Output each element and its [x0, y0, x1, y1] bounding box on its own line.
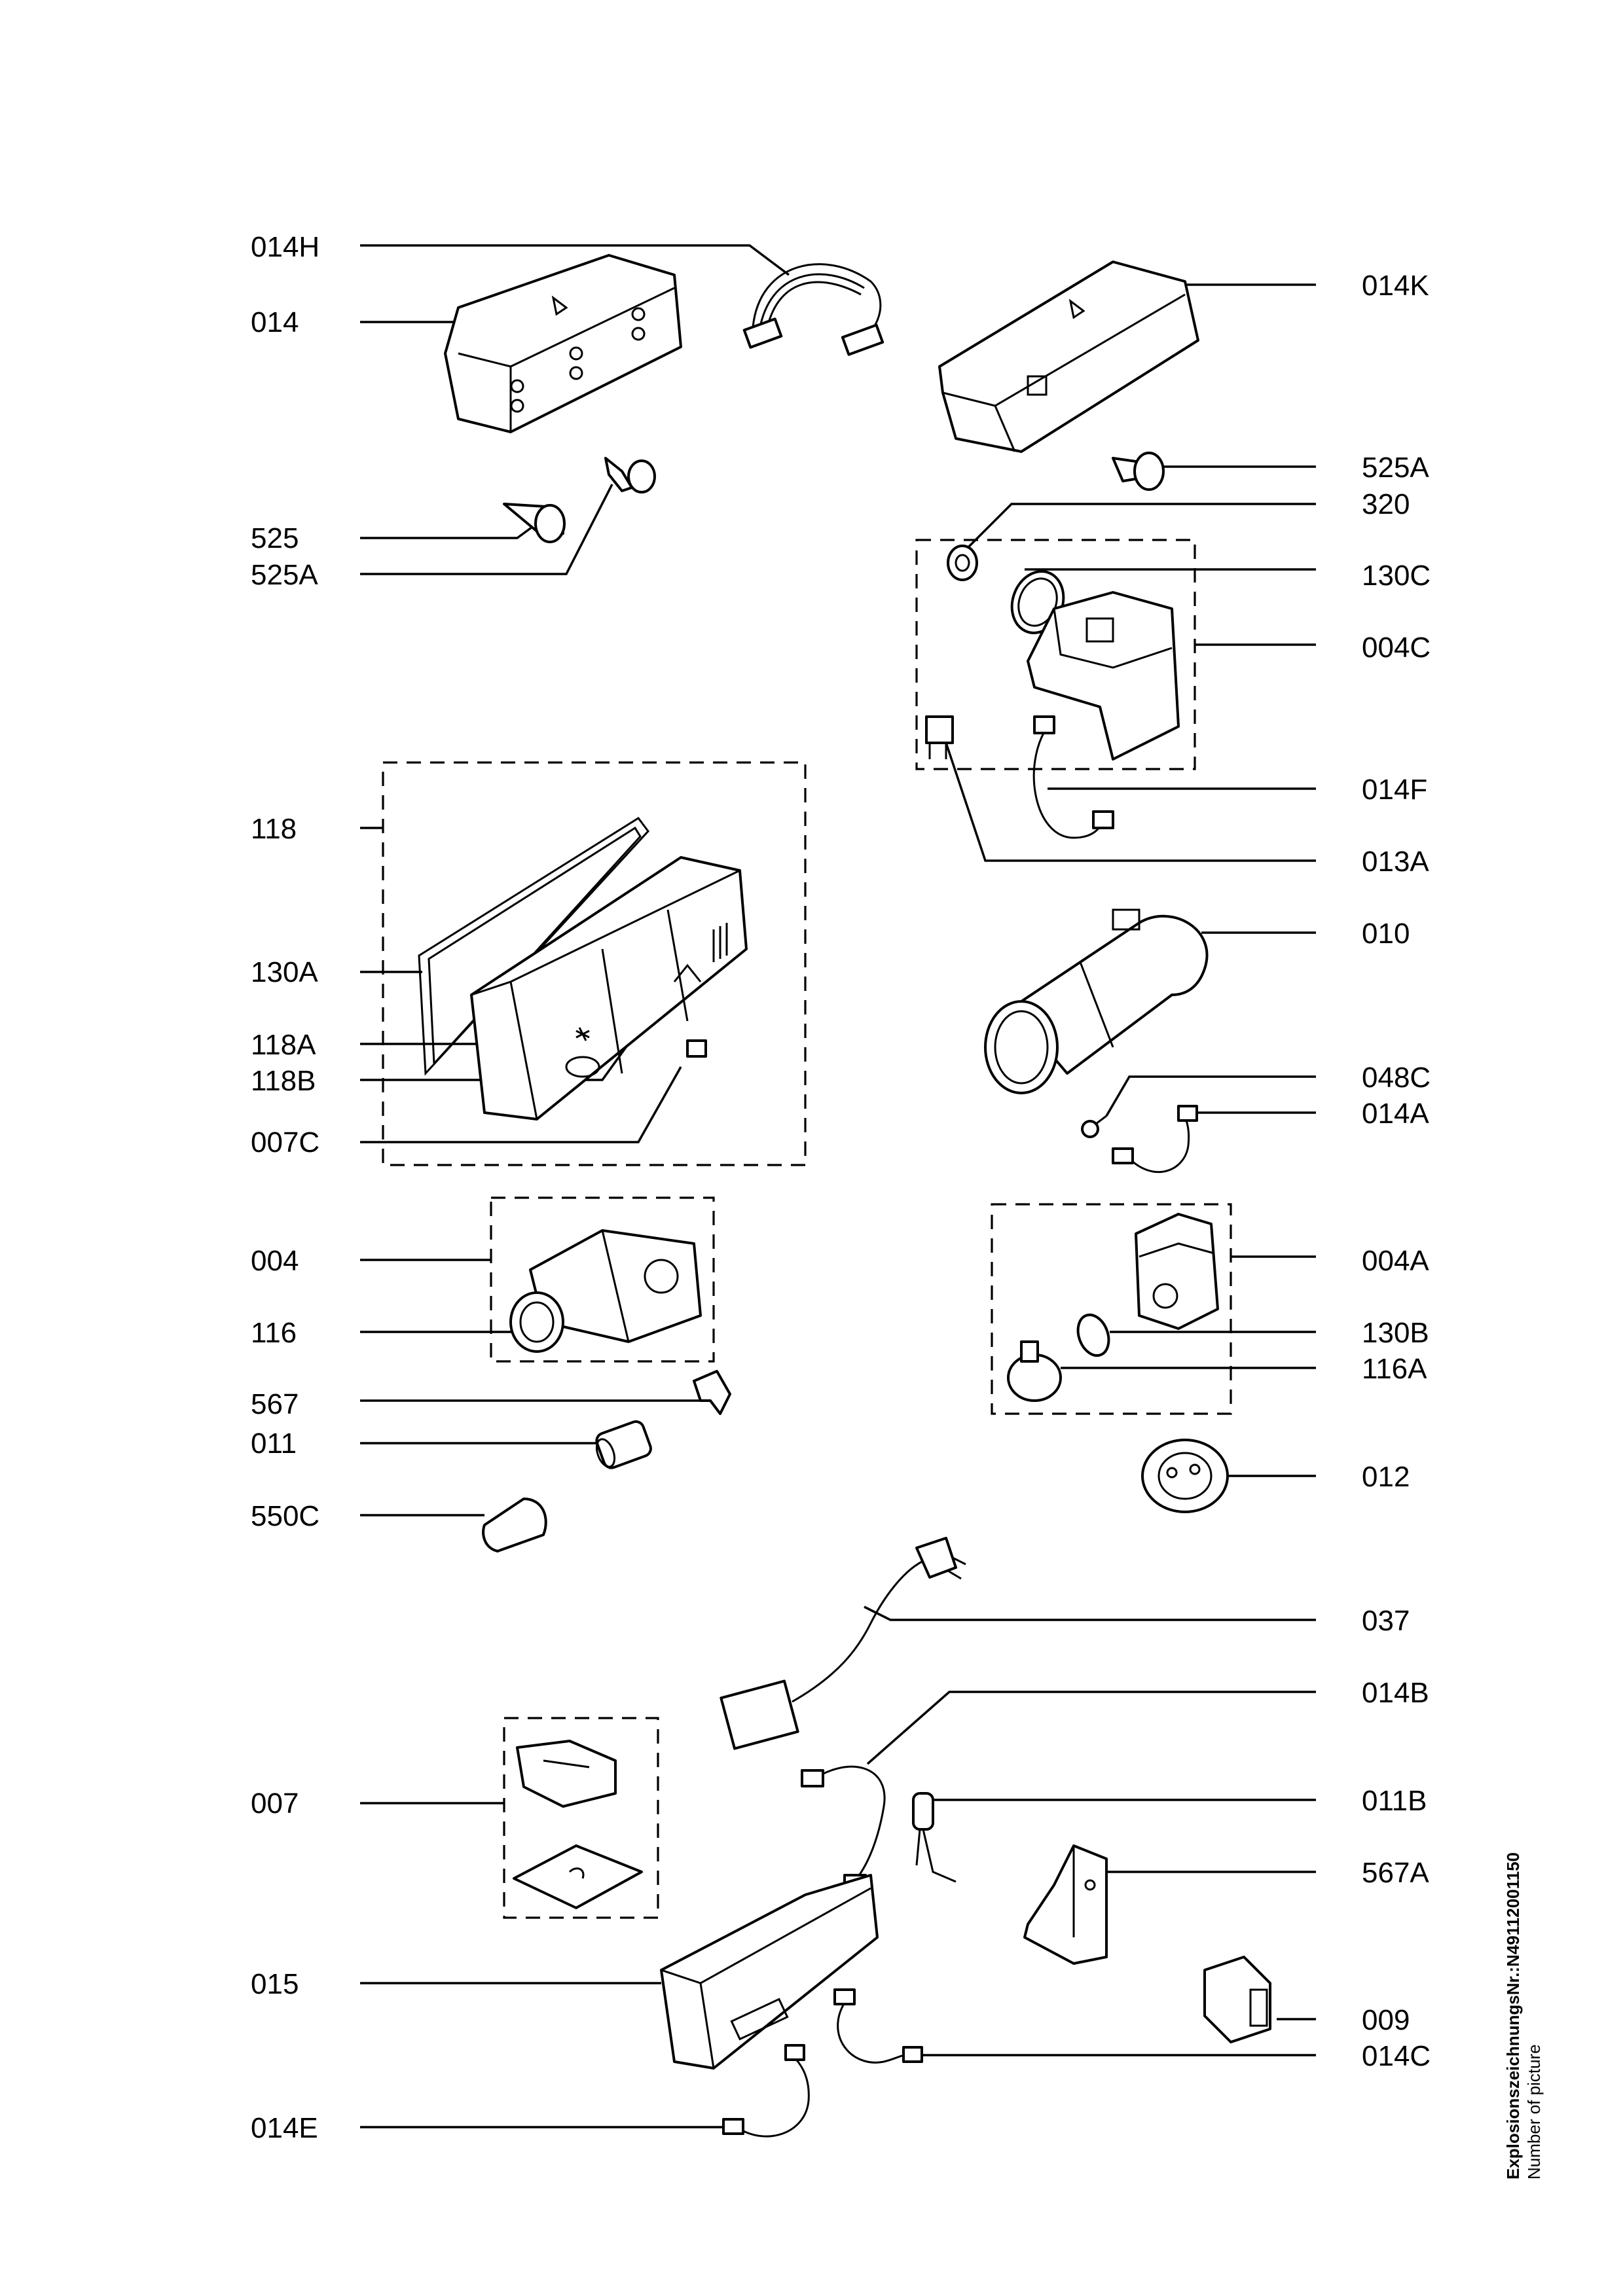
part-010-heater: [984, 908, 1209, 1094]
leader-048C: [1105, 1075, 1316, 1117]
label-014H: 014H: [251, 231, 319, 263]
label-013A: 013A: [1362, 846, 1429, 878]
part-014B-cable: [801, 1765, 886, 1892]
label-037: 037: [1362, 1605, 1410, 1637]
label-014C: 014C: [1362, 2040, 1431, 2072]
part-320-filter-disk: [947, 545, 978, 581]
label-525: 525: [251, 522, 299, 554]
part-015-control-board: [660, 1874, 879, 2070]
label-009: 009: [1362, 2004, 1410, 2036]
group-box-004C: [915, 539, 1196, 770]
label-007: 007: [251, 1787, 299, 1820]
part-007C-clip: [686, 1039, 707, 1058]
label-007C: 007C: [251, 1126, 319, 1158]
leader-007C: [360, 1066, 682, 1143]
label-011: 011: [251, 1427, 297, 1460]
label-118A: 118A: [251, 1029, 316, 1061]
label-014F: 014F: [1362, 774, 1427, 806]
part-007-plate: [513, 1844, 643, 1909]
label-116: 116: [251, 1317, 297, 1349]
label-014B: 014B: [1362, 1677, 1429, 1709]
group-box-118: [382, 761, 807, 1166]
leader-525: [360, 522, 538, 539]
label-525A-left: 525A: [251, 559, 318, 591]
label-567: 567: [251, 1388, 299, 1420]
label-550C: 550C: [251, 1500, 319, 1532]
part-037-power-cord: [720, 1537, 966, 1750]
part-118-dispenser: [470, 856, 748, 1121]
label-130A: 130A: [251, 956, 318, 988]
part-014F-cable: [1032, 715, 1114, 839]
part-525A-right-knob-insert: [1112, 452, 1165, 491]
part-014K-control-unit: [938, 260, 1199, 453]
part-011-motor: [595, 1420, 652, 1469]
label-012: 012: [1362, 1461, 1410, 1493]
label-525A-right: 525A: [1362, 452, 1429, 484]
label-118: 118: [251, 813, 297, 845]
drawing-number-caption: ExplosionszeichnungsNr.:N49112001150: [1503, 1852, 1523, 2179]
leader-013A: [941, 732, 1316, 862]
label-048C: 048C: [1362, 1062, 1431, 1094]
part-014E-cable: [722, 2044, 810, 2138]
part-009-terminal-block: [1203, 1956, 1271, 2043]
label-014A: 014A: [1362, 1098, 1429, 1130]
part-004A-valve: [1135, 1213, 1219, 1330]
picture-number-caption: Number of picture: [1524, 2044, 1544, 2179]
part-525-knob: [503, 503, 566, 543]
part-014-control-unit: [444, 254, 682, 433]
part-525A-left-knob-insert: [604, 457, 656, 493]
label-116A: 116A: [1362, 1353, 1427, 1385]
leader-014H: [360, 244, 790, 276]
part-014A-cable: [1112, 1105, 1198, 1174]
leader-037: [864, 1605, 1316, 1621]
label-011B: 011B: [1362, 1785, 1427, 1817]
part-011B-capacitor: [912, 1792, 957, 1883]
part-130A-gasket: [418, 816, 649, 1076]
group-box-004: [490, 1196, 715, 1363]
part-550C-cap: [482, 1498, 547, 1552]
part-004C-housing: [1027, 591, 1180, 761]
label-567A: 567A: [1362, 1857, 1429, 1889]
label-320: 320: [1362, 488, 1410, 520]
label-010: 010: [1362, 918, 1410, 950]
label-015: 015: [251, 1968, 299, 2000]
part-048C-sensor: [1081, 1115, 1107, 1138]
leader-320: [968, 503, 1316, 548]
label-130C: 130C: [1362, 560, 1431, 592]
part-007-door-lock: [516, 1740, 617, 1808]
part-014H-wiring-harness: [742, 263, 884, 356]
label-004: 004: [251, 1245, 299, 1277]
label-014: 014: [251, 306, 299, 338]
label-004C: 004C: [1362, 632, 1431, 664]
label-004A: 004A: [1362, 1245, 1429, 1277]
label-130B: 130B: [1362, 1317, 1429, 1349]
group-box-007: [503, 1717, 659, 1919]
part-116-impeller: [509, 1291, 564, 1353]
leader-014B: [866, 1691, 1316, 1765]
group-box-004A: [991, 1203, 1232, 1415]
label-118B: 118B: [251, 1065, 316, 1097]
part-116A-pressure-switch: [1007, 1340, 1062, 1402]
label-014E: 014E: [251, 2112, 318, 2144]
part-567-clamp: [693, 1370, 731, 1415]
part-012-pressure-switch: [1141, 1439, 1229, 1513]
label-014K: 014K: [1362, 270, 1429, 302]
part-013A-switch: [925, 715, 954, 759]
part-567A-bracket: [1023, 1844, 1108, 1965]
part-130B-seal: [1076, 1314, 1110, 1357]
leader-525A-left: [360, 484, 613, 575]
part-014C-cable: [833, 1988, 923, 2064]
